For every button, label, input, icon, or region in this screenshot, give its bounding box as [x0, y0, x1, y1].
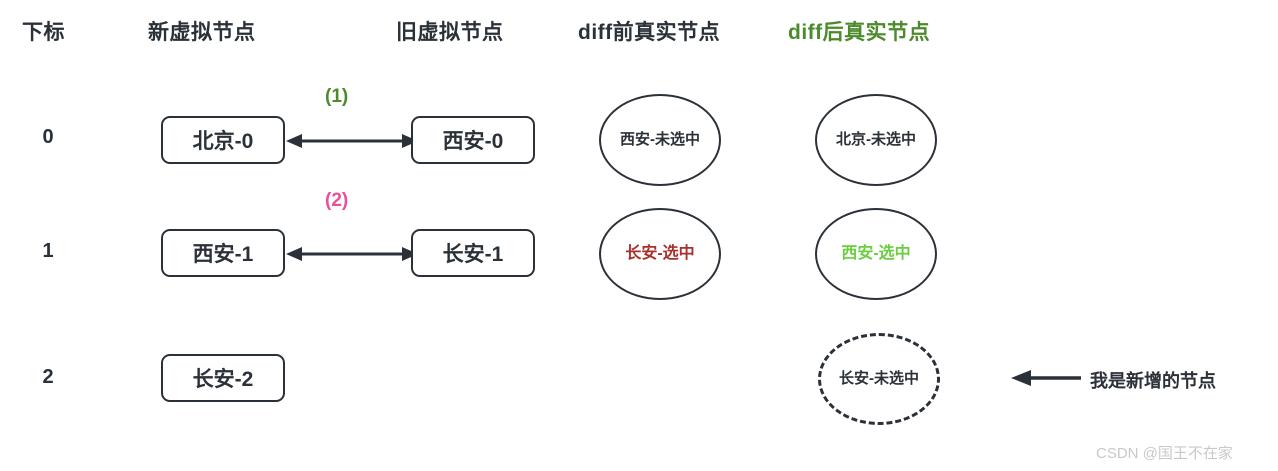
- link-label-row-1: (2): [325, 190, 349, 211]
- real-node-after-row-2: 长安-未选中: [818, 333, 940, 425]
- real-node-before-label-row-1: 长安-选中: [625, 245, 695, 263]
- column-header-index: 下标: [22, 21, 65, 44]
- old-vnode-box-row-0: 西安-0: [411, 116, 535, 164]
- row-index-0: 0: [42, 126, 54, 148]
- column-header-new-vnode: 新虚拟节点: [148, 21, 256, 44]
- new-vnode-box-row-0: 北京-0: [161, 116, 285, 164]
- column-header-real-after-diff: diff后真实节点: [788, 21, 931, 44]
- annotation-arrow-left-icon: [1011, 370, 1081, 386]
- real-node-before-label-row-0: 西安-未选中: [620, 130, 700, 148]
- annotation-new-node-text: 我是新增的节点: [1090, 371, 1216, 391]
- watermark: CSDN @国王不在家: [1096, 445, 1233, 462]
- real-node-after-label-row-2: 长安-未选中: [839, 369, 919, 387]
- double-arrow-row-1: [286, 247, 418, 261]
- real-node-before-row-0: 西安-未选中: [599, 94, 721, 186]
- real-node-after-label-row-1: 西安-选中: [841, 245, 911, 263]
- old-vnode-box-row-1: 长安-1: [411, 229, 535, 277]
- real-node-after-label-row-0: 北京-未选中: [836, 130, 916, 148]
- link-label-row-0: (1): [325, 86, 349, 107]
- real-node-before-row-1: 长安-选中: [599, 208, 721, 300]
- row-index-2: 2: [42, 366, 54, 388]
- real-node-after-row-1: 西安-选中: [815, 208, 937, 300]
- column-header-old-vnode: 旧虚拟节点: [396, 21, 504, 44]
- double-arrow-row-0: [286, 134, 418, 148]
- real-node-after-row-0: 北京-未选中: [815, 94, 937, 186]
- row-index-1: 1: [42, 240, 54, 262]
- column-header-real-before-diff: diff前真实节点: [578, 21, 721, 44]
- new-vnode-box-row-1: 西安-1: [161, 229, 285, 277]
- new-vnode-box-row-2: 长安-2: [161, 354, 285, 402]
